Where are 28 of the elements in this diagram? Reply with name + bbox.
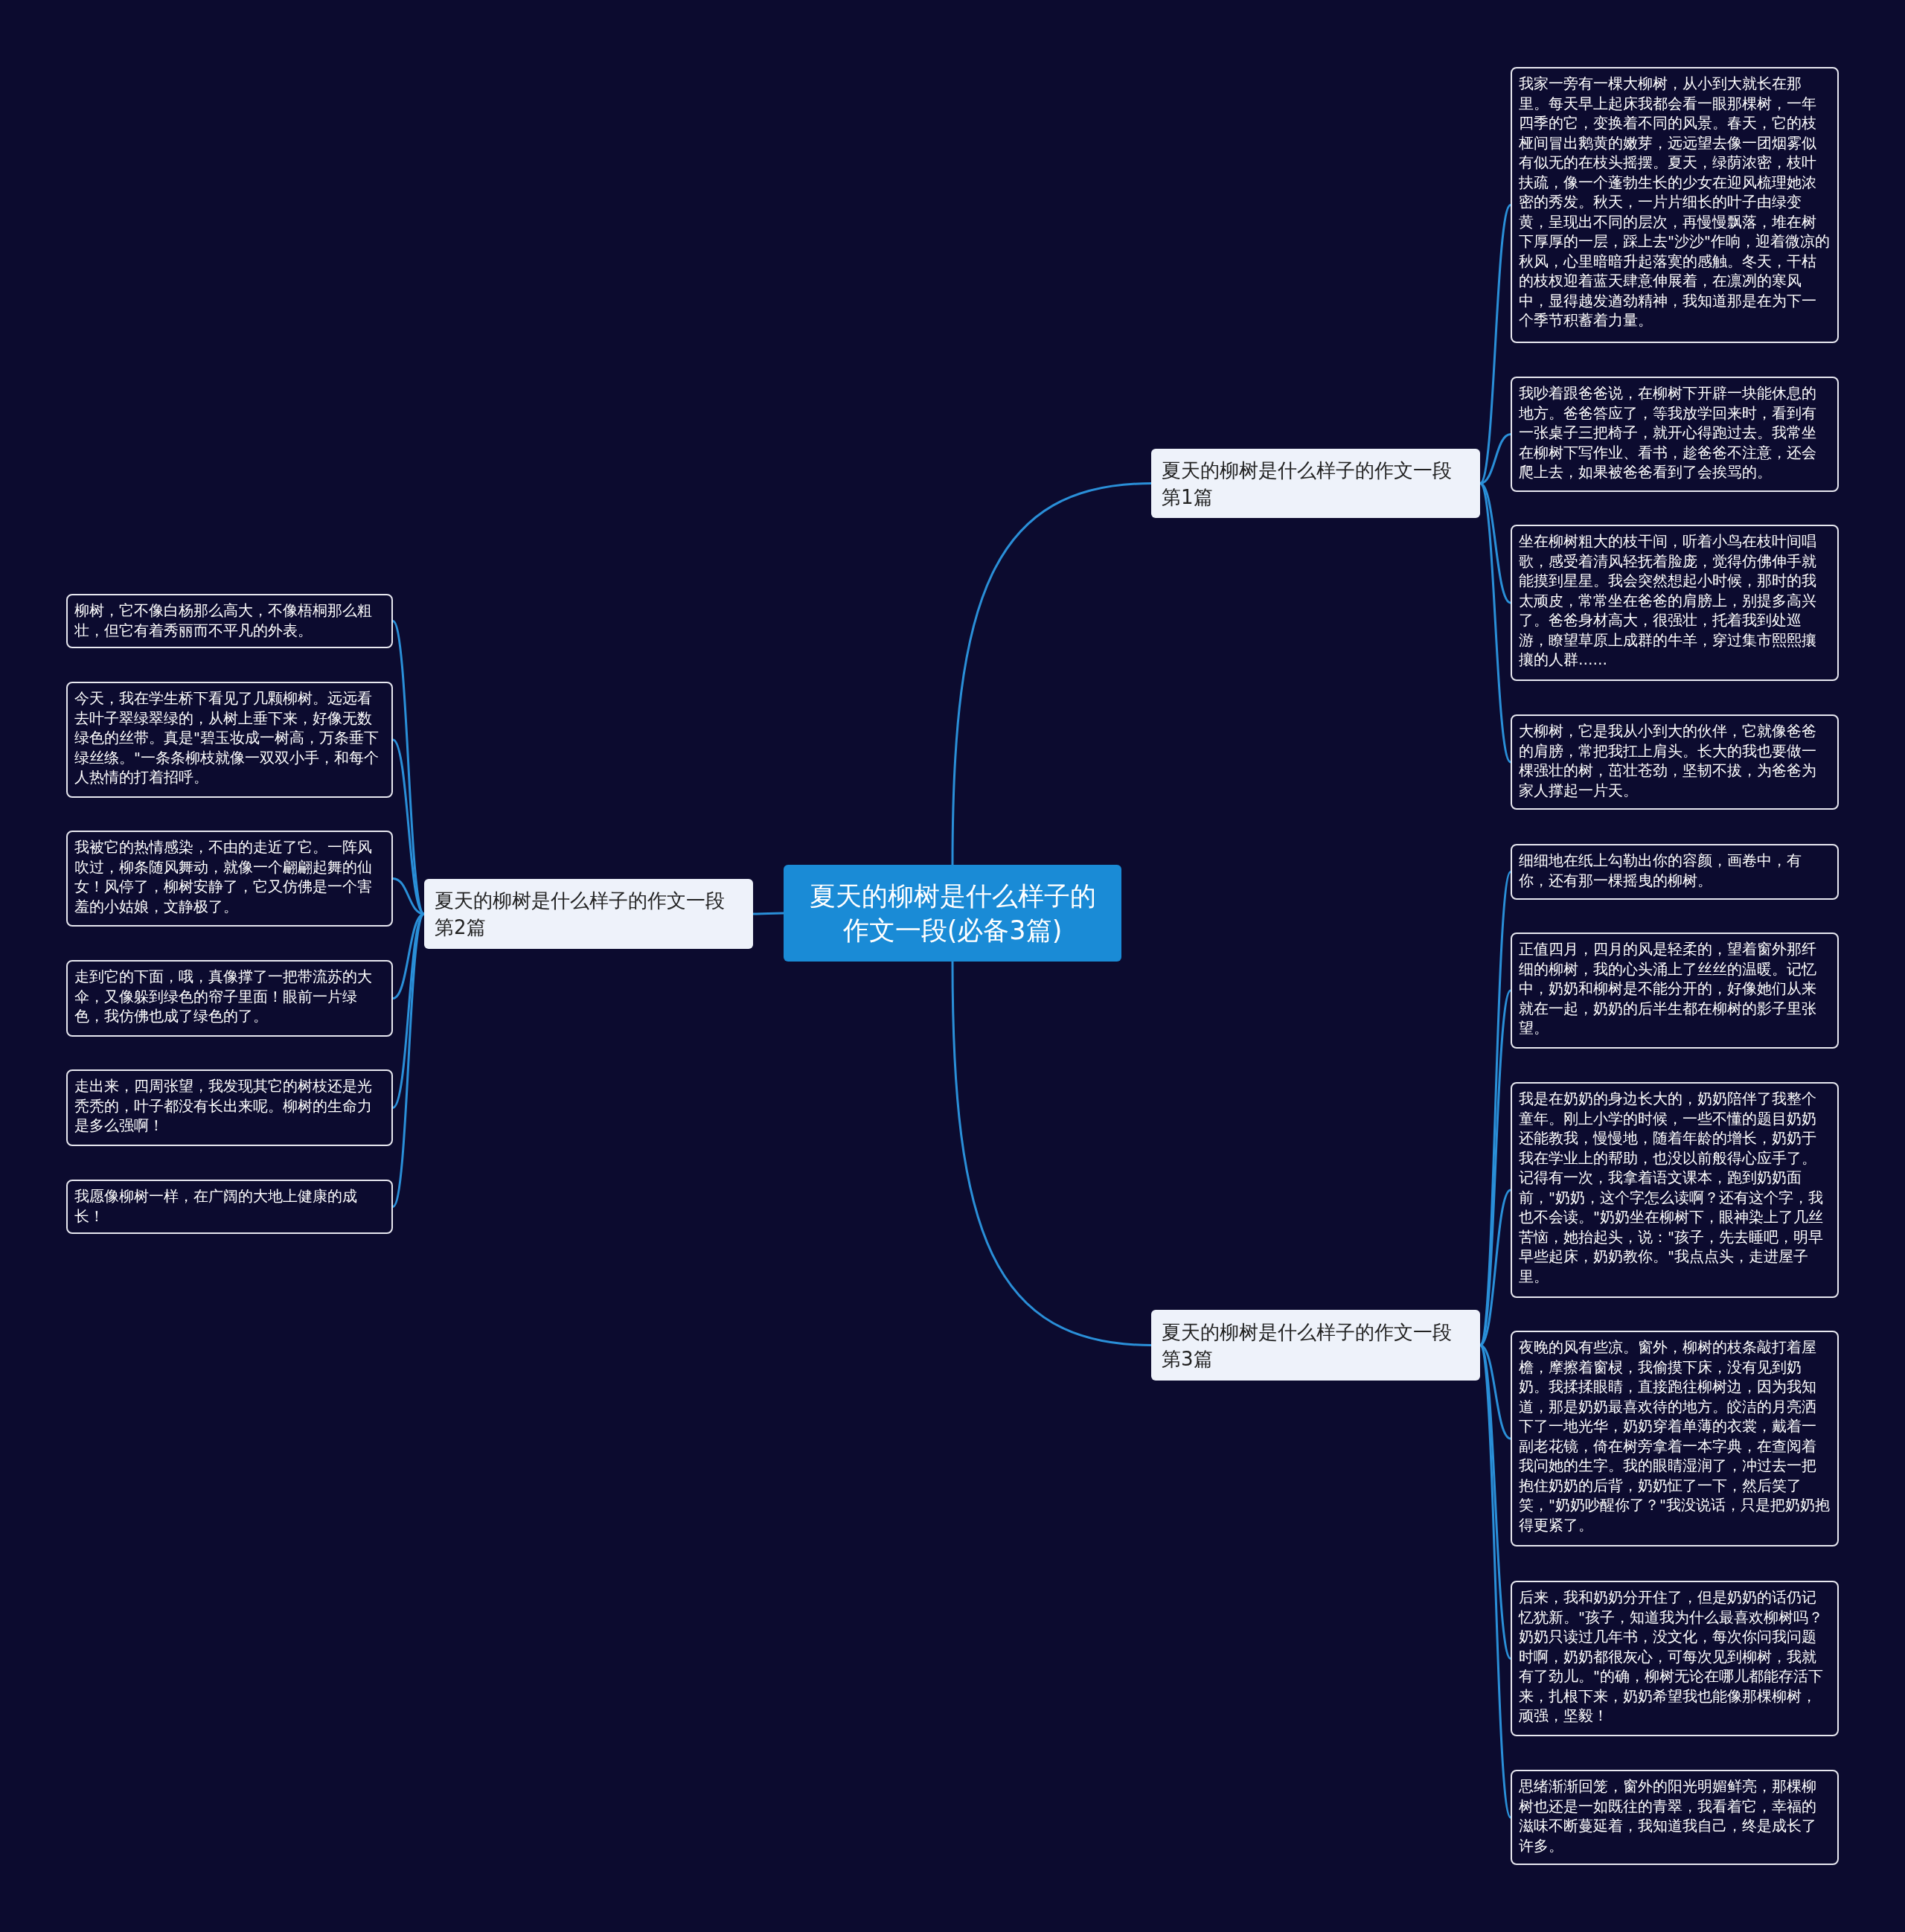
topic-box: 夏天的柳树是什么样子的作文一段第2篇 (424, 879, 753, 949)
connector-line (1479, 1344, 1512, 1818)
text-card: 后来，我和奶奶分开住了，但是奶奶的话仍记忆犹新。"孩子，知道我为什么最喜欢柳树吗？奶奶只读过几年书，没文化，每次你问我问题时啊，奶奶都很灰心，可每次见到柳树，我就有了劲儿。"的确，柳树无论在哪儿都能存活下来，扎根下来，奶奶希望我也能像那棵柳树，顽强，坚毅！ (1511, 1581, 1839, 1736)
connector-line (1479, 204, 1512, 484)
connector-line (951, 961, 1152, 1346)
text-card: 大柳树，它是我从小到大的伙伴，它就像爸爸的肩膀，常把我扛上肩头。长大的我也要做一棵强壮的树，茁壮苍劲，坚韧不拔，为爸爸为家人撑起一片天。 (1511, 714, 1839, 810)
text-card: 今天，我在学生桥下看见了几颗柳树。远远看去叶子翠绿翠绿的，从树上垂下来，好像无数绿色的丝带。真是"碧玉妆成一树高，万条垂下绿丝绦。"一条条柳枝就像一双双小手，和每个人热情的打着招呼。 (66, 682, 393, 798)
text-card: 我吵着跟爸爸说，在柳树下开辟一块能休息的地方。爸爸答应了，等我放学回来时，看到有一张桌子三把椅子，就开心得跑过去。我常坐在柳树下写作业、看书，趁爸爸不注意，还会爬上去，如果被爸爸看到了会挨骂的。 (1511, 377, 1839, 492)
central-topic-box: 夏天的柳树是什么样子的作文一段(必备3篇) (784, 865, 1121, 962)
text-card: 坐在柳树粗大的枝干间，听着小鸟在枝叶间唱歌，感受着清风轻抚着脸庞，觉得仿佛伸手就能摸到星星。我会突然想起小时候，那时的我太顽皮，常常坐在爸爸的肩膀上，别提多高兴了。爸爸身材高大，很强壮，托着我到处巡游，瞭望草原上成群的牛羊，穿过集市熙熙攘攘的人群…… (1511, 525, 1839, 681)
text-card: 夜晚的风有些凉。窗外，柳树的枝条敲打着屋檐，摩擦着窗棂，我偷摸下床，没有见到奶奶。我揉揉眼睛，直接跑往柳树边，因为我知道，那是奶奶最喜欢待的地方。皎洁的月亮洒下了一地光华，奶奶穿着单薄的衣裳，戴着一副老花镜，倚在树旁拿着一本字典，在查阅着我问她的生字。我的眼睛湿润了，冲过去一把抱住奶奶的后背，奶奶怔了一下，然后笑了笑，"奶奶吵醒你了？"我没说话，只是把奶奶抱得更紧了。 (1511, 1331, 1839, 1546)
topic-box: 夏天的柳树是什么样子的作文一段第3篇 (1151, 1310, 1480, 1381)
text-card: 走到它的下面，哦，真像撑了一把带流苏的大伞，又像躲到绿色的帘子里面！眼前一片绿色，我仿佛也成了绿色的了。 (66, 960, 393, 1037)
connector-line (391, 620, 426, 915)
text-card: 我被它的热情感染，不由的走近了它。一阵风吹过，柳条随风舞动，就像一个翩翩起舞的仙女！风停了，柳树安静了，它又仿佛是一个害羞的小姑娘，文静极了。 (66, 831, 393, 927)
connector-line (753, 912, 784, 915)
text-card: 细细地在纸上勾勒出你的容颜，画卷中，有你，还有那一棵摇曳的柳树。 (1511, 844, 1839, 900)
topic-box: 夏天的柳树是什么样子的作文一段第1篇 (1151, 449, 1480, 518)
text-card: 我是在奶奶的身边长大的，奶奶陪伴了我整个童年。刚上小学的时候，一些不懂的题目奶奶还能教我，慢慢地，随着年龄的增长，奶奶于我在学业上的帮助，也没以前般得心应手了。记得有一次，我拿着语文课本，跑到奶奶面前，"奶奶，这个字怎么读啊？还有这个字，我也不会读。"奶奶坐在柳树下，眼神染上了几丝苦恼，她抬起头，说："孩子，先去睡吧，明早早些起床，奶奶教你。"我点点头，走进屋子里。 (1511, 1082, 1839, 1298)
text-card: 正值四月，四月的风是轻柔的，望着窗外那纤细的柳树，我的心头涌上了丝丝的温暖。记忆中，奶奶和柳树是不能分开的，好像她们从来就在一起，奶奶的后半生都在柳树的影子里张望。 (1511, 933, 1839, 1049)
connector-line (391, 913, 426, 1208)
text-card: 我家一旁有一棵大柳树，从小到大就长在那里。每天早上起床我都会看一眼那棵树，一年四季的它，变换着不同的风景。春天，它的枝桠间冒出鹅黄的嫩芽，远远望去像一团烟雾似有似无的在枝头摇摆。夏天，绿荫浓密，枝叶扶疏，像一个蓬勃生长的少女在迎风梳理她浓密的秀发。秋天，一片片细长的叶子由绿变黄，呈现出不同的层次，再慢慢飘落，堆在树下厚厚的一层，踩上去"沙沙"作响，迎着微凉的秋风，心里暗暗升起落寞的感触。冬天，干枯的枝杈迎着蓝天肆意伸展着，在凛冽的寒风中，显得越发遒劲精神，我知道那是在为下一个季节积蓄着力量。 (1511, 67, 1839, 343)
text-card: 走出来，四周张望，我发现其它的树枝还是光秃秃的，叶子都没有长出来呢。柳树的生命力是多么强啊！ (66, 1069, 393, 1146)
text-card: 思绪渐渐回笼，窗外的阳光明媚鲜亮，那棵柳树也还是一如既往的青翠，我看着它，幸福的滋味不断蔓延着，我知道我自己，终是成长了许多。 (1511, 1770, 1839, 1865)
text-card: 柳树，它不像白杨那么高大，不像梧桐那么粗壮，但它有着秀丽而不平凡的外表。 (66, 594, 393, 648)
connector-line (951, 482, 1152, 866)
text-card: 我愿像柳树一样，在广阔的大地上健康的成长！ (66, 1180, 393, 1234)
connector-line (1479, 482, 1512, 763)
